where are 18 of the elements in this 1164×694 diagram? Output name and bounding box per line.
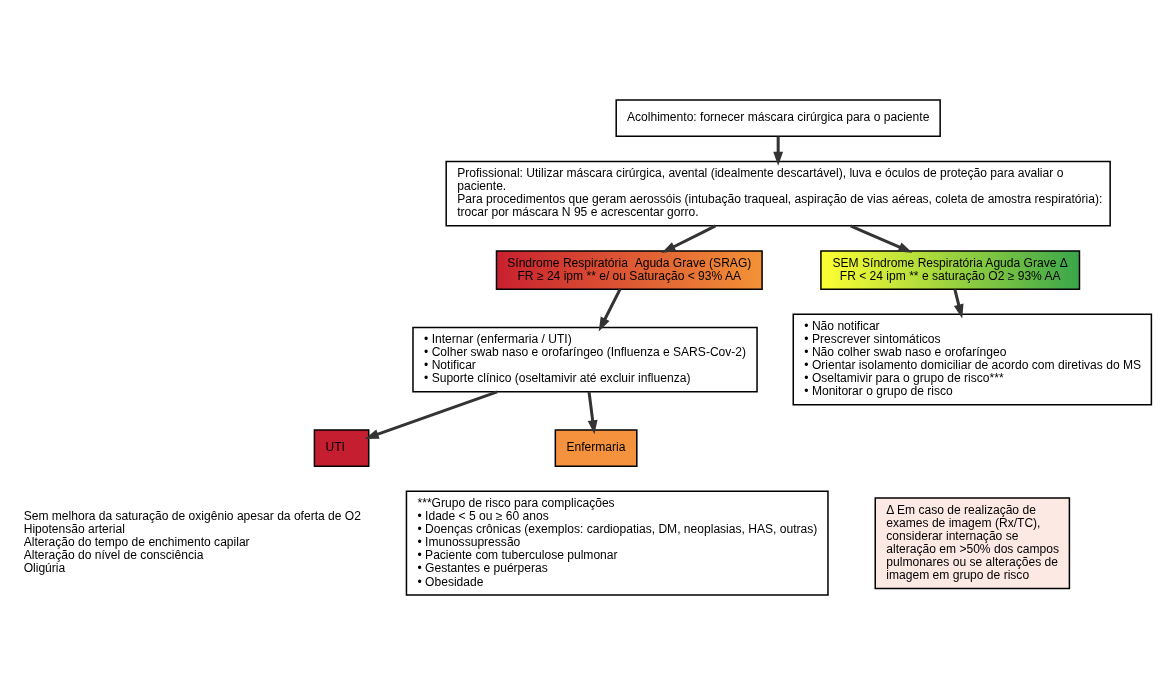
node-box: Profissional: Utilizar máscara cirúrgica, avental (idealmente descartável), luva e óculos de proteção para avaliar o paciente. Para procedimentos que geram aerossóis (intubação traqueal, aspiração de vias aéreas, coleta de amostra respiratória): trocar por máscara N 95 e acrescentar gorro. <box>445 160 1111 227</box>
node-box: Δ Em caso de realização de exames de imagem (Rx/TC), considerar internação se alteração em >50% dos campos pulmonares ou se alterações de imagem em grupo de risco <box>874 496 1071 589</box>
node-box: ***Grupo de risco para complicações • Idade < 5 ou ≥ 60 anos • Doenças crônicas (exemplos: cardiopatias, DM, neoplasias, HAS, outras) • Imunossupressão • Paciente com tuberculose pulmonar • Gestantes e puérperas • Obesidade <box>405 490 829 596</box>
label: Alteração do tempo de enchimento capilar <box>23 534 250 549</box>
arrow <box>364 389 498 439</box>
node-box: Síndrome Respiratória Aguda Grave (SRAG) FR ≥ 24 ipm ** e/ ou Saturação < 93% AA <box>495 249 763 290</box>
node-box: SEM Síndrome Respiratória Aguda Grave Δ FR < 24 ipm ** e saturação O2 ≥ 93% AA <box>820 249 1081 290</box>
label: Hipotensão arterial <box>23 521 125 536</box>
label: Sem melhora da saturação de oxigênio apesar da oferta de O2 <box>23 508 361 523</box>
node-box: • Internar (enfermaria / UTI) • Colher swab naso e orofaríngeo (Influenza e SARS-Cov-2) • Notificar • Suporte clínico (oseltamivir até excluir influenza) <box>412 326 758 392</box>
arrow <box>773 136 784 166</box>
node-box: UTI <box>313 428 370 467</box>
arrow <box>953 288 964 319</box>
arrow <box>587 391 598 434</box>
node-box: Acolhimento: fornecer máscara cirúrgica para o paciente <box>615 98 941 137</box>
node-box: Enfermaria <box>554 428 638 467</box>
node-box: • Não notificar • Prescrever sintomáticos • Não colher swab naso e orofaríngeo • Orientar isolamento domiciliar de acordo com diretivas do MS • Oseltamivir para o grupo de risco*** • Monitorar o grupo de risco <box>792 313 1153 406</box>
arrow <box>598 288 622 331</box>
